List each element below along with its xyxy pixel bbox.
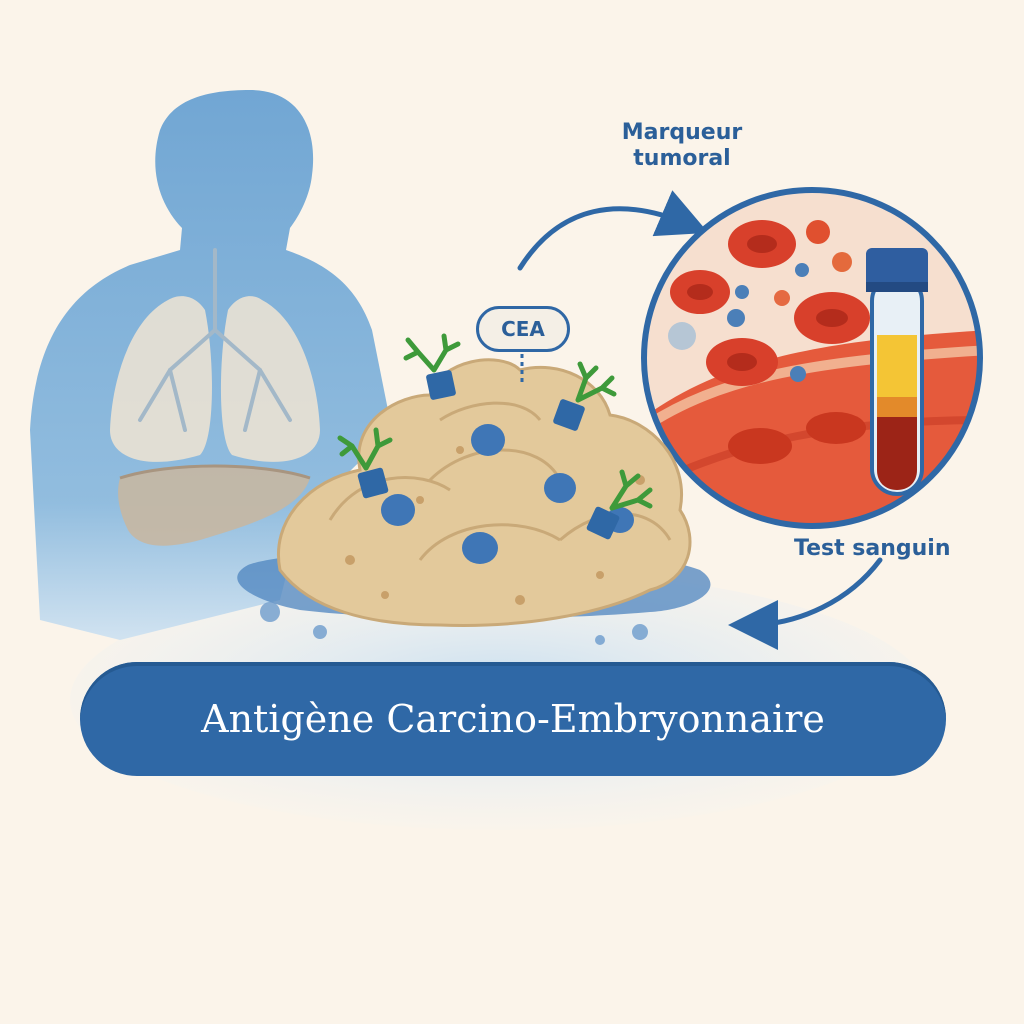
trachea xyxy=(138,248,292,432)
cell-nucleus xyxy=(544,473,576,503)
antigen-marker xyxy=(403,333,461,400)
blood-test-label: Test sanguin xyxy=(794,536,951,561)
red-blood-cell xyxy=(806,412,866,444)
diagram-title: Antigène Carcino-Embryonnaire xyxy=(201,697,825,741)
tumor-mass xyxy=(237,358,711,645)
arrow-from-blood-test xyxy=(728,557,883,650)
tumor-marker-label: Marqueur tumoral xyxy=(621,120,743,171)
antigen-marker xyxy=(553,361,617,431)
blood-circle xyxy=(641,187,983,529)
antigen-marker xyxy=(586,469,653,540)
left-lung xyxy=(110,296,212,462)
arrow-to-marker xyxy=(517,190,709,271)
antigen-marker xyxy=(337,427,393,499)
cell-nucleus xyxy=(471,424,505,456)
test-tube-cap xyxy=(866,248,928,292)
title-banner xyxy=(80,662,946,776)
cell-nucleus xyxy=(381,494,415,526)
red-blood-cell xyxy=(728,428,792,464)
test-tube xyxy=(866,248,928,496)
cea-tag: CEA xyxy=(476,306,570,352)
cell-nucleus xyxy=(462,532,498,564)
antigen-markers xyxy=(337,333,653,540)
liver xyxy=(118,466,310,546)
